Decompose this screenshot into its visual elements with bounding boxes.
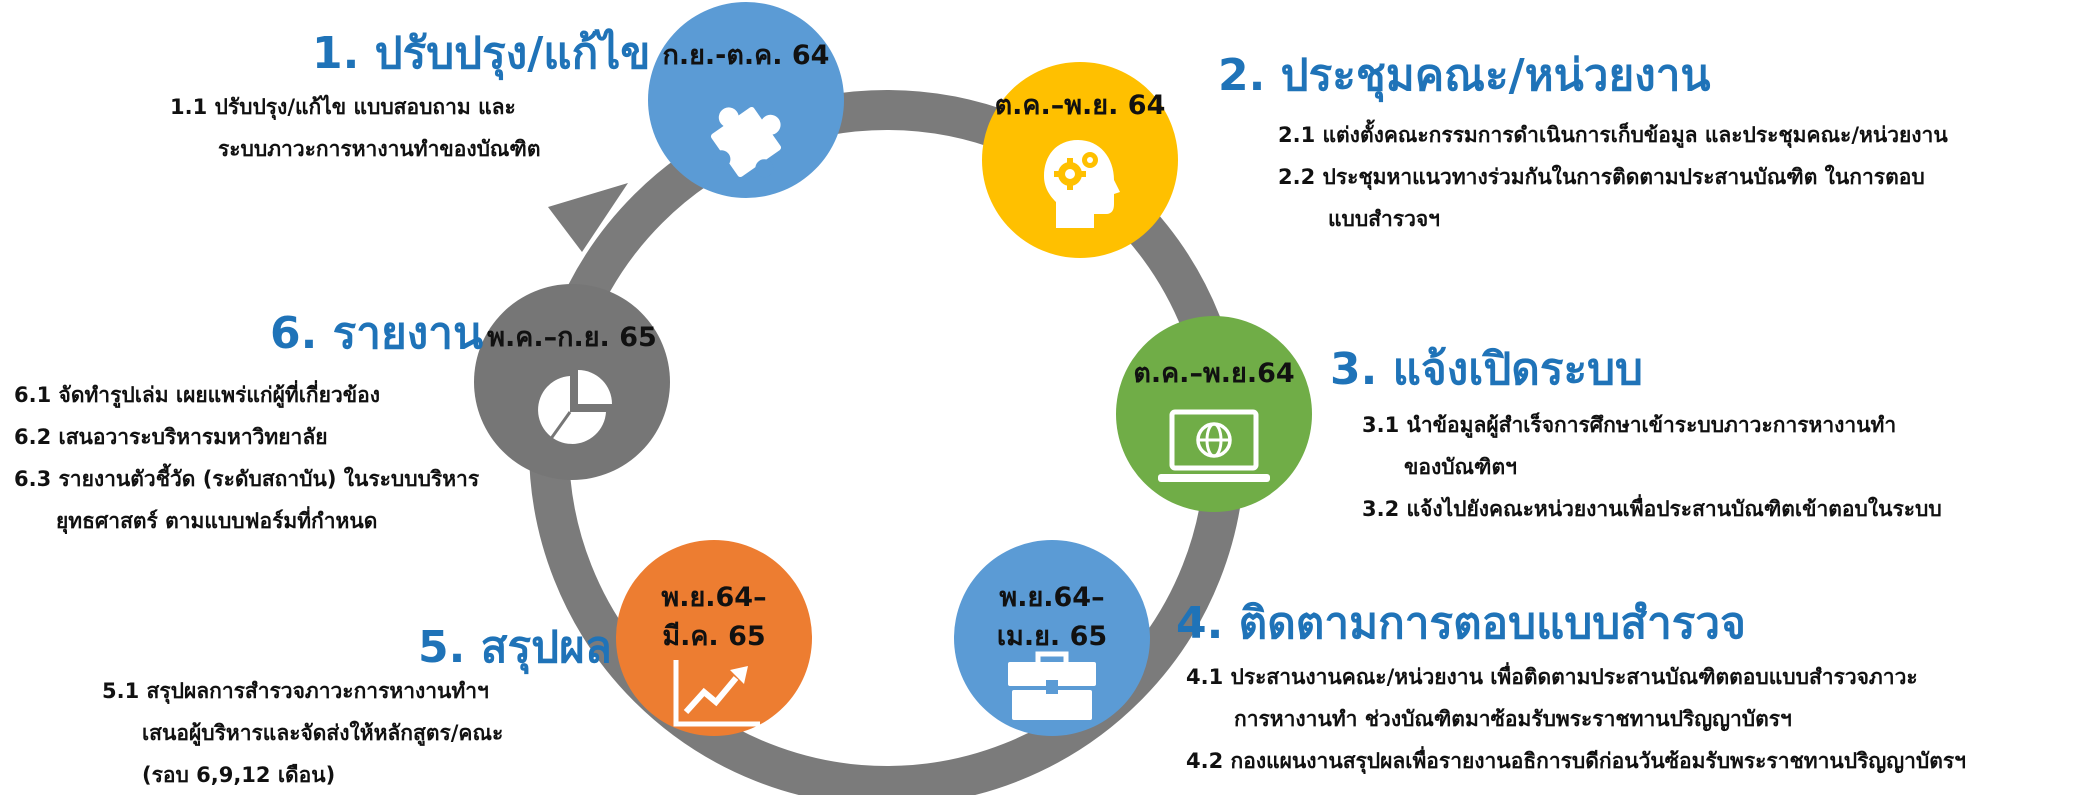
step-2-period: ต.ค.–พ.ย. 64	[994, 90, 1166, 121]
step-4-period-line-2: เม.ย. 65	[996, 621, 1108, 653]
step-1-items: 1.1 ปรับปรุง/แก้ไข แบบสอบถาม และ ระบบภาว…	[170, 86, 541, 170]
step-5-period: พ.ย.64– มี.ค. 65	[616, 578, 812, 656]
step-5-items: 5.1 สรุปผลการสำรวจภาวะการหางานทำฯ เสนอผู…	[102, 670, 503, 796]
step-4-period-line-1: พ.ย.64–	[999, 582, 1105, 613]
step-4-item-1: 4.1 ประสานงานคณะ/หน่วยงาน เพื่อติดตามประ…	[1186, 665, 1918, 689]
step-3-item-2: 3.2 แจ้งไปยังคณะหน่วยงานเพื่อประสานบัณฑิ…	[1362, 497, 1942, 521]
step-4-period: พ.ย.64– เม.ย. 65	[954, 578, 1150, 656]
step-3-items: 3.1 นำข้อมูลผู้สำเร็จการศึกษาเข้าระบบภาว…	[1362, 404, 1942, 530]
step-3-period: ต.ค.–พ.ย.64	[1133, 358, 1295, 389]
step-3-item-1-cont: ของบัณฑิตฯ	[1404, 455, 1517, 479]
step-2-item-1: 2.1 แต่งตั้งคณะกรรมการดำเนินการเก็บข้อมู…	[1278, 123, 1948, 147]
step-6-item-3-cont: ยุทธศาสตร์ ตามแบบฟอร์มที่กำหนด	[56, 509, 378, 533]
cycle-arrow-head	[548, 183, 628, 252]
step-5-title: 5. สรุปผล	[418, 622, 612, 673]
step-1-node[interactable]: ก.ย.-ต.ค. 64	[648, 2, 844, 198]
briefcase-icon	[1008, 651, 1096, 720]
step-2-items: 2.1 แต่งตั้งคณะกรรมการดำเนินการเก็บข้อมู…	[1278, 114, 1948, 240]
step-6-items: 6.1 จัดทำรูปเล่ม เผยแพร่แก่ผู้ที่เกี่ยวข…	[14, 374, 479, 542]
step-4-item-1-cont: การหางานทำ ช่วงบัณฑิตมาซ้อมรับพระราชทานป…	[1234, 707, 1792, 731]
step-1-period: ก.ย.-ต.ค. 64	[662, 40, 830, 71]
step-6-item-1: 6.1 จัดทำรูปเล่ม เผยแพร่แก่ผู้ที่เกี่ยวข…	[14, 383, 380, 407]
step-1-title: 1. ปรับปรุง/แก้ไข	[312, 28, 651, 79]
step-4-items: 4.1 ประสานงานคณะ/หน่วยงาน เพื่อติดตามประ…	[1186, 656, 1966, 782]
step-2-title: 2. ประชุมคณะ/หน่วยงาน	[1218, 50, 1711, 101]
step-5-period-line-1: พ.ย.64–	[661, 582, 767, 613]
head-gears-icon	[1044, 140, 1120, 228]
step-2-item-2: 2.2 ประชุมหาแนวทางร่วมกันในการติดตามประส…	[1278, 165, 1925, 189]
step-5-period-line-2: มี.ค. 65	[662, 621, 766, 653]
step-6-title: 6. รายงาน	[270, 308, 484, 359]
step-6-node[interactable]: พ.ค.–ก.ย. 65	[474, 284, 670, 480]
step-2-node[interactable]: ต.ค.–พ.ย. 64	[982, 62, 1178, 258]
step-3-item-1: 3.1 นำข้อมูลผู้สำเร็จการศึกษาเข้าระบบภาว…	[1362, 413, 1897, 437]
laptop-globe-icon	[1158, 409, 1270, 482]
step-1-item-1: 1.1 ปรับปรุง/แก้ไข แบบสอบถาม และ	[170, 95, 516, 119]
step-4-item-2: 4.2 กองแผนงานสรุปผลเพื่อรายงานอธิการบดีก…	[1186, 749, 1966, 773]
step-6-item-3: 6.3 รายงานตัวชี้วัด (ระดับสถาบัน) ในระบบ…	[14, 467, 480, 491]
step-4-node[interactable]: พ.ย.64– เม.ย. 65	[954, 540, 1150, 736]
step-6-item-2: 6.2 เสนอวาระบริหารมหาวิทยาลัย	[14, 425, 328, 449]
puzzle-icon	[710, 106, 782, 178]
step-4-title: 4. ติดตามการตอบแบบสำรวจ	[1176, 598, 1746, 649]
step-5-node[interactable]: พ.ย.64– มี.ค. 65	[616, 540, 812, 736]
step-1-item-1-cont: ระบบภาวะการหางานทำของบัณฑิต	[218, 137, 541, 161]
step-3-title: 3. แจ้งเปิดระบบ	[1330, 344, 1643, 395]
step-5-item-1: 5.1 สรุปผลการสำรวจภาวะการหางานทำฯ	[102, 679, 489, 703]
step-5-item-1-cont: เสนอผู้บริหารและจัดส่งให้หลักสูตร/คณะ	[142, 721, 504, 745]
step-6-period: พ.ค.–ก.ย. 65	[487, 322, 657, 353]
step-3-node[interactable]: ต.ค.–พ.ย.64	[1116, 316, 1312, 512]
step-2-item-2-cont: แบบสำรวจฯ	[1328, 207, 1440, 231]
pie-chart-icon	[538, 370, 612, 444]
growth-chart-icon	[673, 660, 760, 727]
step-5-item-1-cont-2: (รอบ 6,9,12 เดือน)	[142, 763, 336, 787]
